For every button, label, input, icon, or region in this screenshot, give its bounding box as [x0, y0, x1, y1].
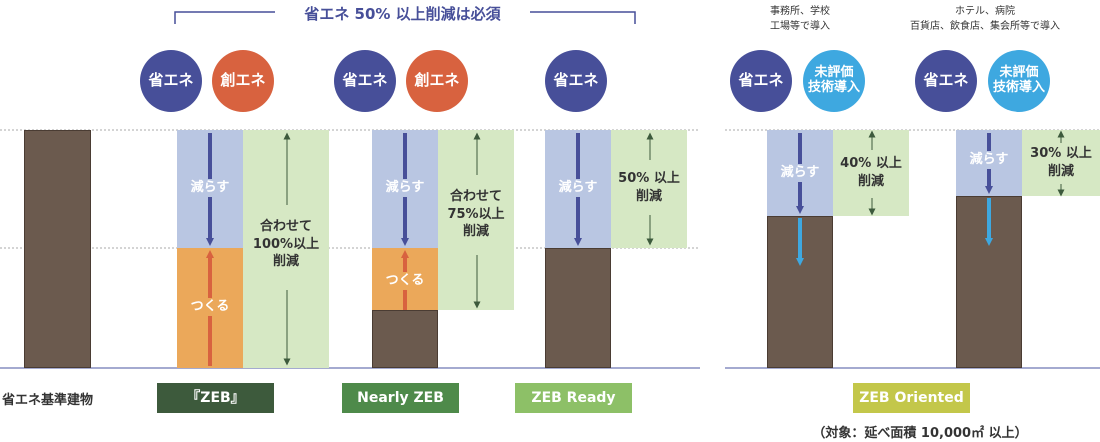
make-label: つくる	[177, 298, 243, 316]
badge-zeb-ready: ZEB Ready	[515, 383, 632, 413]
tech-icon: 未評価 技術導入	[803, 50, 865, 112]
save-energy-icon: 省エネ	[915, 50, 977, 112]
save-energy-icon: 省エネ	[545, 50, 607, 112]
remaining-bar	[545, 248, 611, 368]
create-energy-icon: 創エネ	[406, 50, 468, 112]
badge-nearly-zeb: Nearly ZEB	[342, 383, 459, 413]
reduce-label: 減らす	[545, 179, 611, 197]
save-energy-icon: 省エネ	[730, 50, 792, 112]
footnote: （対象：延べ面積 10,000㎡ 以上）	[812, 426, 1028, 441]
make-label: つくる	[372, 272, 438, 290]
reduce-label: 減らす	[767, 164, 833, 182]
reduce-label: 減らす	[372, 179, 438, 197]
reduce-label: 減らす	[956, 151, 1022, 169]
nearly-total-label: 合わせて 75%以上 削減	[438, 188, 514, 241]
zeb-total-label: 合わせて 100%以上 削減	[243, 218, 329, 271]
remaining-bar	[956, 196, 1022, 368]
badge-zeb-oriented: ZEB Oriented	[853, 383, 970, 413]
baseline-bar	[24, 130, 91, 368]
note-left: 事務所、学校 工場等で導入	[770, 6, 830, 32]
note-right: ホテル、病院 百貨店、飲食店、集会所等で導入	[910, 6, 1060, 32]
title: 省エネ 50% 以上削減は必須	[304, 5, 501, 23]
create-energy-icon: 創エネ	[212, 50, 274, 112]
oriented40-label: 40% 以上 削減	[833, 155, 909, 191]
remaining-bar	[372, 310, 438, 368]
reduce-label: 減らす	[177, 179, 243, 197]
ready-total-label: 50% 以上 削減	[611, 170, 687, 206]
badge-zeb: 『ZEB』	[157, 383, 274, 413]
tech-icon: 未評価 技術導入	[988, 50, 1050, 112]
save-energy-icon: 省エネ	[334, 50, 396, 112]
save-energy-icon: 省エネ	[140, 50, 202, 112]
baseline-label: 省エネ基準建物	[2, 393, 94, 408]
oriented30-label: 30% 以上 削減	[1022, 145, 1100, 181]
